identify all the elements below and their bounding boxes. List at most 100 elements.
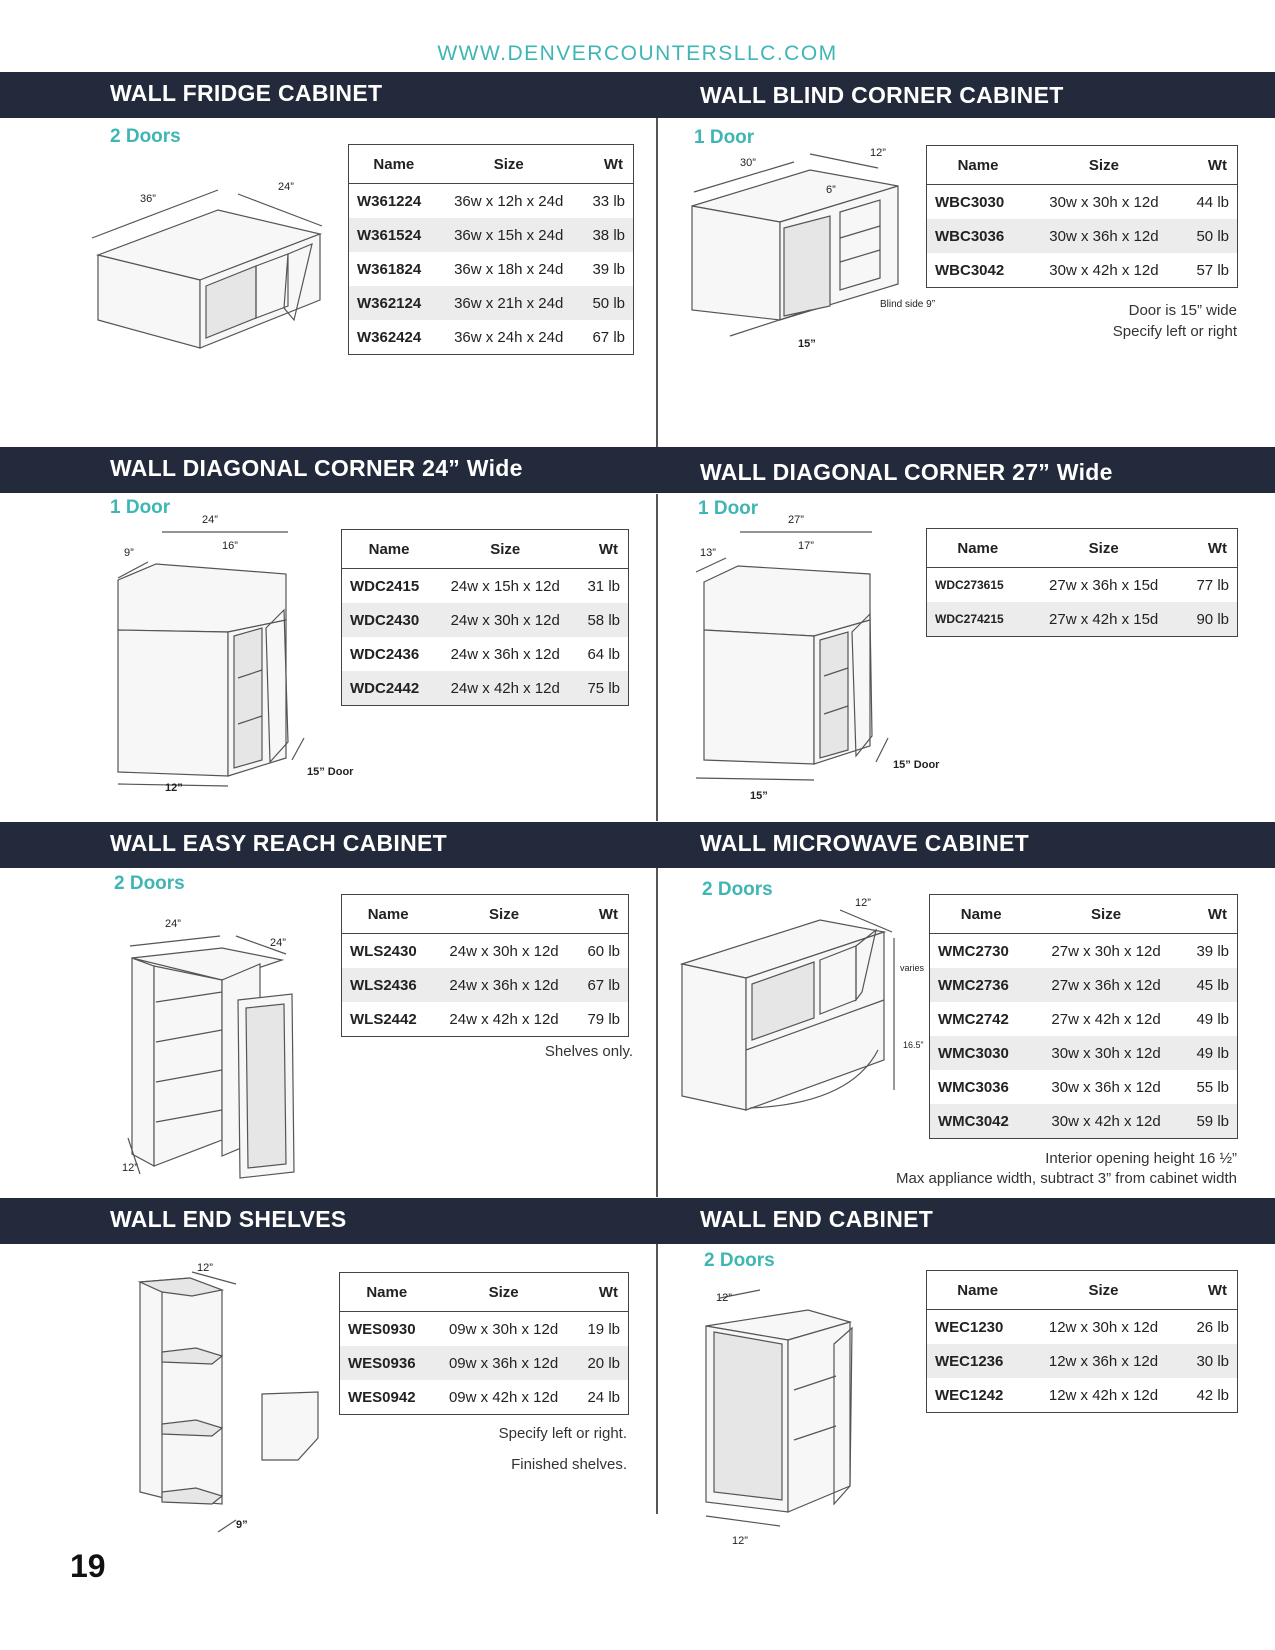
cell-wt: 58 lb	[574, 603, 629, 637]
section-title-microwave: WALL MICROWAVE CABINET	[700, 830, 1030, 856]
col-wt: Wt	[1179, 894, 1238, 934]
dim-fridge-depth: 24”	[278, 181, 294, 193]
cell-name: WDC2442	[341, 671, 437, 706]
cell-name: WMC3042	[929, 1104, 1033, 1139]
cell-size: 36w x 18h x 24d	[454, 260, 564, 278]
section-header-band	[0, 447, 1275, 493]
cell-wt: 50 lb	[1178, 219, 1238, 253]
cell-wt: 60 lb	[587, 942, 620, 960]
section-title-blind-corner: WALL BLIND CORNER CABINET	[700, 82, 1064, 108]
easy-reach-cabinet-drawing	[127, 935, 295, 1179]
cell-wt: 26 lb	[1196, 1318, 1229, 1336]
cell-size: 27w x 42h x 15d	[1028, 602, 1179, 637]
dim-easy-side: 12”	[122, 1162, 138, 1174]
cell-size: 27w x 36h x 15d	[1049, 576, 1159, 594]
dim-easy-depth: 24”	[270, 937, 286, 949]
col-size: Size	[1029, 145, 1179, 185]
cell-wt: 75 lb	[574, 671, 629, 706]
cell-size: 36w x 15h x 24d	[438, 218, 579, 252]
col-wt: Wt	[573, 894, 629, 934]
note-blind-door-width: Door is 15” wide	[1128, 302, 1237, 319]
cell-name: WBC3036	[926, 219, 1030, 253]
door-count-blind-corner: 1 Door	[694, 127, 755, 148]
col-size: Size	[1028, 1270, 1179, 1310]
column-divider	[656, 1244, 658, 1514]
microwave-cabinet-drawing	[679, 909, 895, 1111]
cell-wt: 90 lb	[1178, 602, 1238, 637]
door-count-fridge: 2 Doors	[110, 126, 181, 147]
col-size: Size	[1028, 528, 1179, 568]
cell-size: 12w x 42h x 12d	[1048, 1386, 1159, 1404]
door-count-easy-reach: 2 Doors	[114, 873, 185, 894]
cell-name: WES0930	[348, 1320, 416, 1338]
cell-wt: 79 lb	[587, 1010, 620, 1028]
cell-wt: 39 lb	[592, 260, 625, 278]
cell-size: 24w x 30h x 12d	[436, 603, 575, 637]
cell-name: W361524	[348, 218, 439, 252]
cell-name: WES0942	[348, 1388, 416, 1406]
cell-size: 09w x 42h x 12d	[448, 1388, 559, 1406]
dim-diag27-width: 27”	[788, 514, 804, 526]
column-divider	[656, 118, 658, 448]
cell-size: 36w x 12h x 24d	[454, 192, 564, 210]
section-title-fridge: WALL FRIDGE CABINET	[110, 80, 383, 106]
cell-wt: 49 lb	[1196, 1010, 1229, 1028]
cell-size: 09w x 36h x 12d	[433, 1346, 574, 1380]
cell-wt: 77 lb	[1196, 576, 1229, 594]
col-name: Name	[926, 528, 1029, 568]
cell-wt: 49 lb	[1179, 1036, 1238, 1070]
dim-fridge-width: 36”	[140, 193, 156, 205]
fridge-cabinet-drawing	[91, 189, 323, 349]
col-name: Name	[341, 529, 437, 569]
cell-name: WBC3030	[935, 193, 1005, 211]
cell-size: 30w x 36h x 12d	[1051, 1078, 1161, 1096]
cell-wt: 31 lb	[587, 577, 620, 595]
section-title-diagonal-27: WALL DIAGONAL CORNER 27” Wide	[700, 459, 1113, 485]
cell-name: WEC1242	[935, 1386, 1004, 1404]
col-wt: Wt	[574, 529, 629, 569]
col-name: Name	[926, 145, 1030, 185]
cell-size: 24w x 42h x 12d	[436, 671, 575, 706]
dim-diag24-side: 9”	[124, 547, 134, 559]
cell-name: WMC3036	[938, 1078, 1009, 1096]
cell-size: 09w x 30h x 12d	[448, 1320, 559, 1338]
cell-name: WBC3042	[935, 261, 1005, 279]
page-number: 19	[70, 1548, 106, 1584]
dim-diag24-inner: 16”	[222, 540, 238, 552]
cell-name: W361824	[357, 260, 422, 278]
cell-wt: 20 lb	[573, 1346, 629, 1380]
col-size: Size	[433, 1272, 574, 1312]
cell-size: 30w x 30h x 12d	[1032, 1036, 1180, 1070]
col-wt: Wt	[1178, 528, 1238, 568]
cell-name: WLS2442	[350, 1010, 417, 1028]
end-cabinet-drawing	[705, 1289, 853, 1527]
cell-name: WMC2736	[929, 968, 1033, 1002]
cell-size: 12w x 30h x 12d	[1048, 1318, 1159, 1336]
cell-size: 24w x 36h x 12d	[450, 645, 560, 663]
site-url[interactable]: WWW.DENVERCOUNTERSLLC.COM	[437, 42, 838, 65]
col-size: Size	[1032, 894, 1180, 934]
dim-blind-door: 15”	[798, 338, 816, 350]
col-size: Size	[436, 529, 575, 569]
cell-name: WDC2430	[341, 603, 437, 637]
dim-diag27-side: 13”	[700, 547, 716, 559]
cell-wt: 42 lb	[1196, 1386, 1229, 1404]
note-endshelves-finished: Finished shelves.	[511, 1456, 627, 1473]
